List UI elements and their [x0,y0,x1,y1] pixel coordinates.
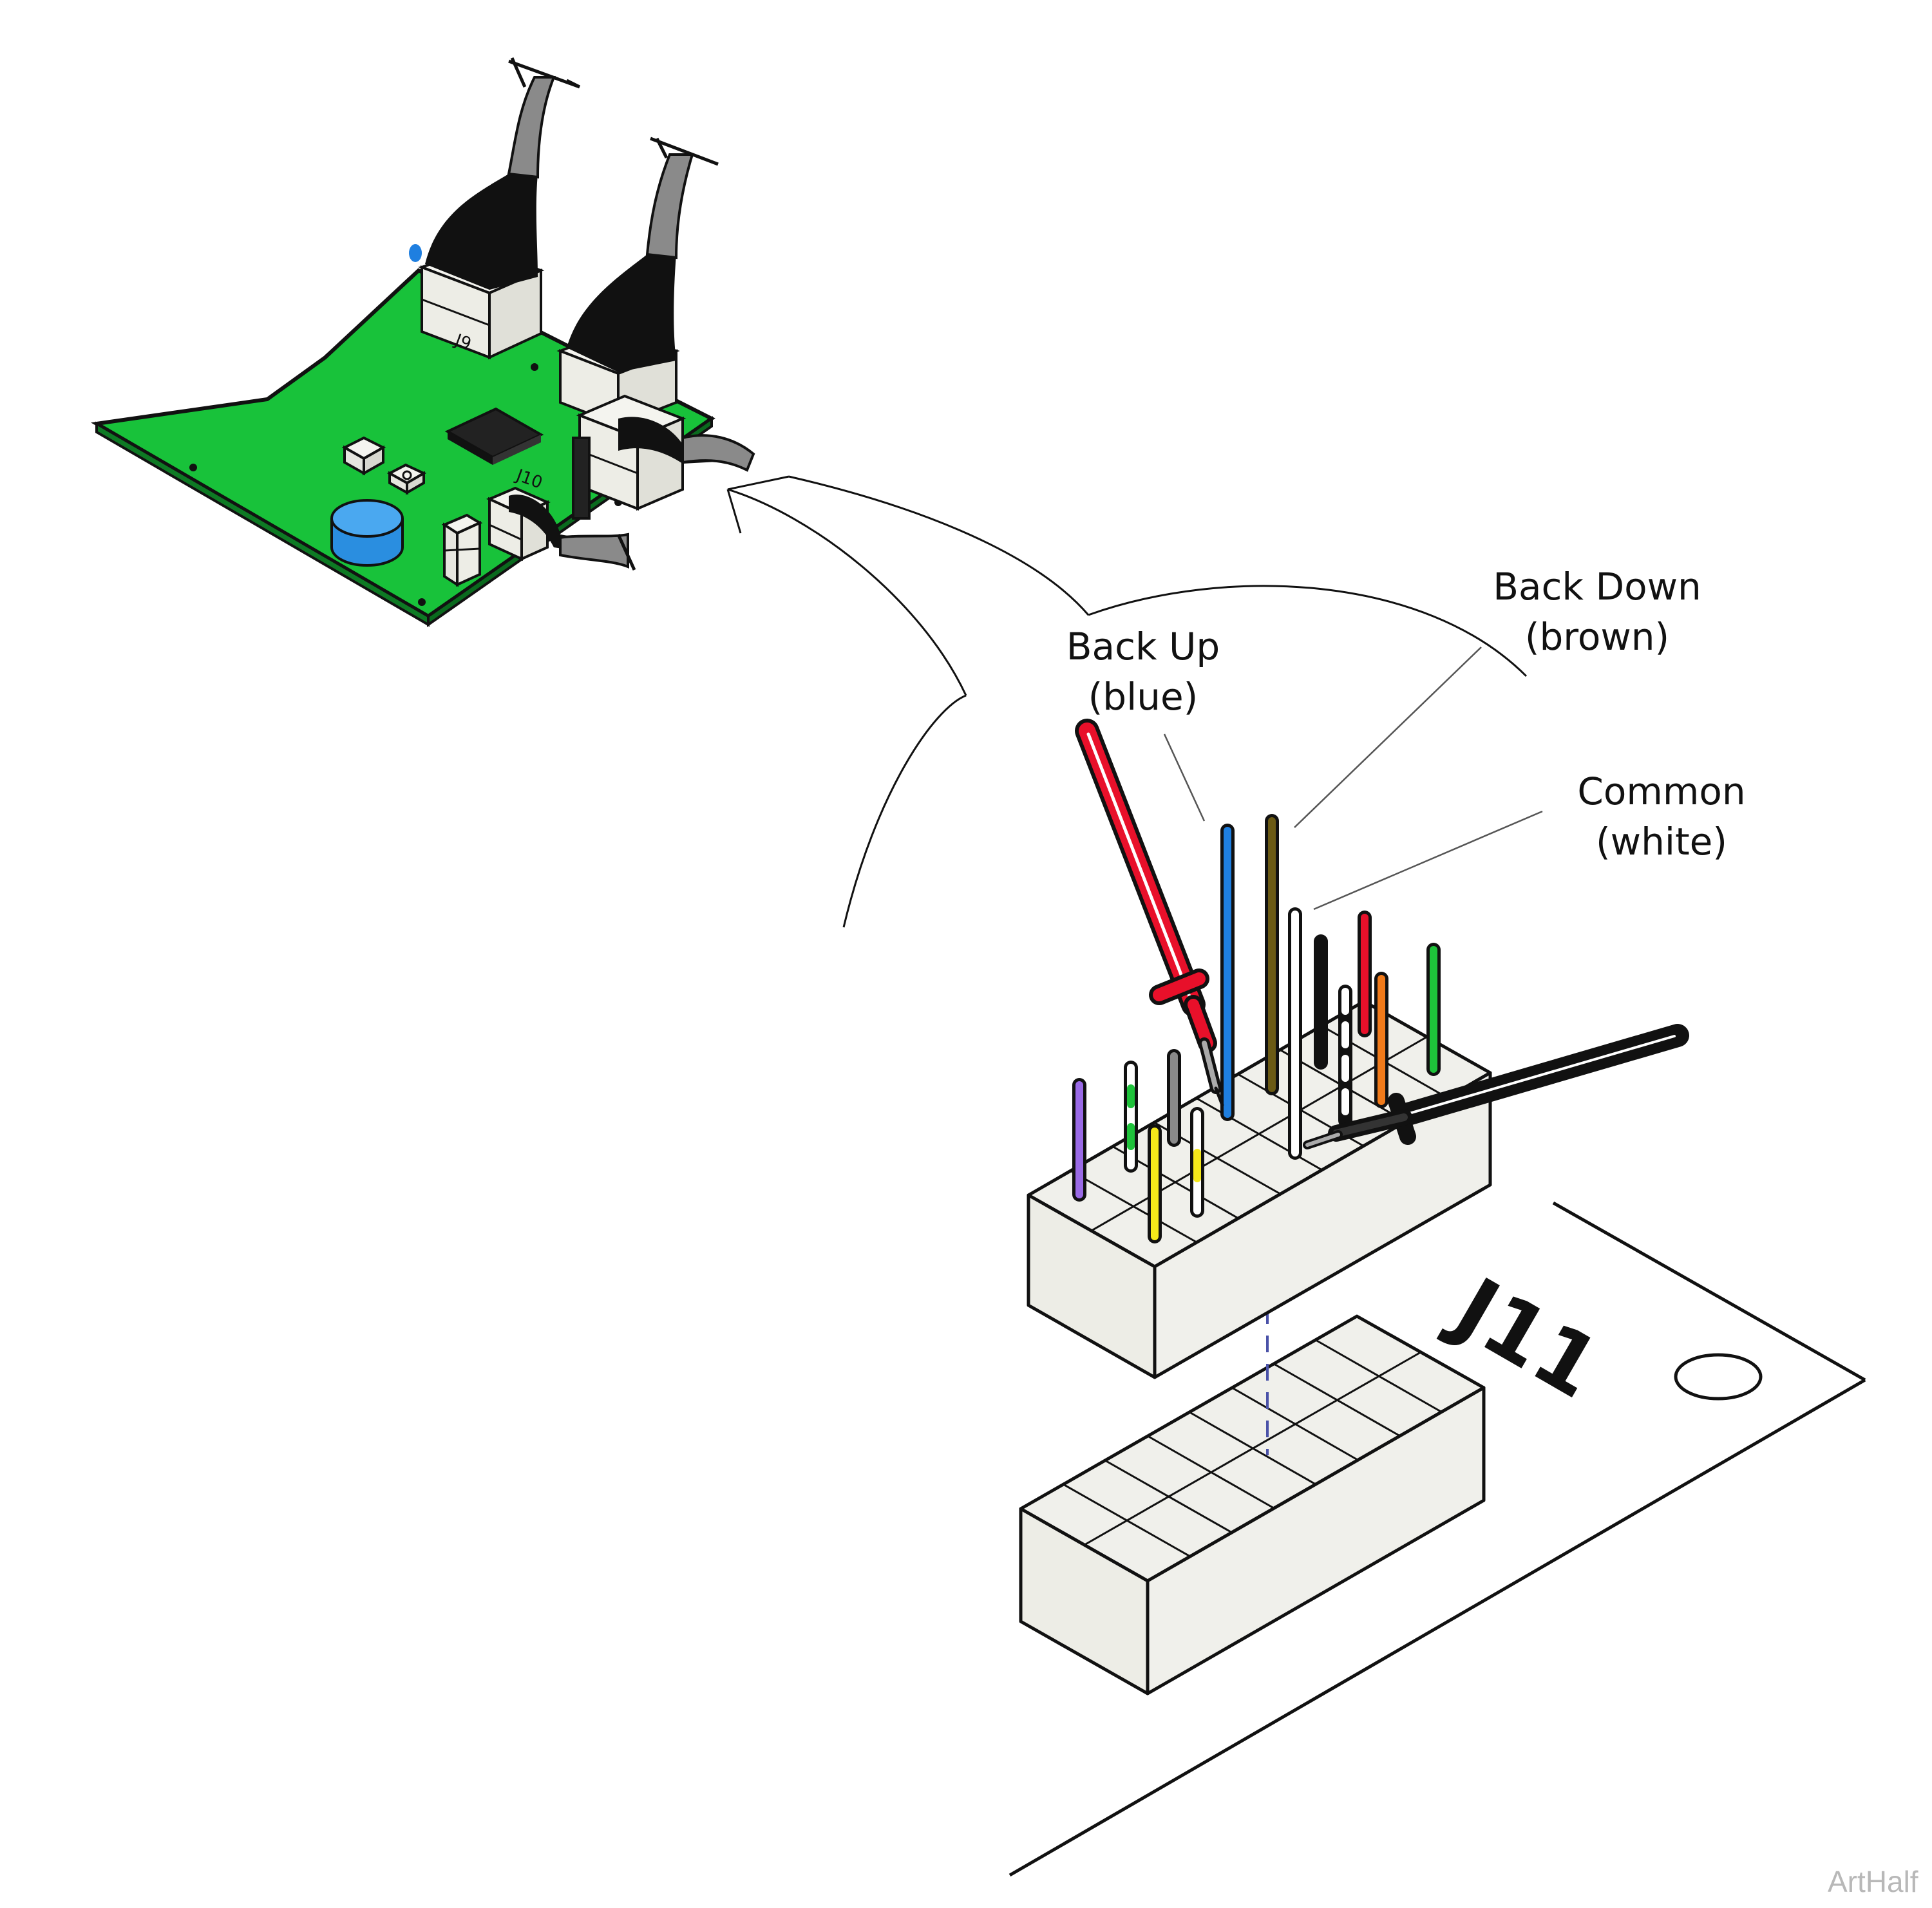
j9-connector: J9 [409,57,581,360]
pcb-button [386,463,427,495]
label-back-up-line1: Back Up [1066,625,1220,668]
label-back-down: Back Down (brown) [1481,562,1713,662]
wires-front-row [1072,1049,1204,1243]
black-test-probe [1303,1024,1689,1149]
red-test-probe [1075,719,1224,1107]
board-header-j11 [1019,1314,1486,1695]
leader-lines [1163,647,1543,911]
harness-connector [1027,999,1492,1379]
pcb-small-switch [341,436,386,476]
label-common-line1: Common [1577,770,1746,813]
pcb-chip [444,407,544,465]
wires-back-row [1220,814,1441,1160]
label-back-up-line2: (blue) [1088,675,1198,719]
label-back-down-line1: Back Down [1493,565,1701,609]
watermark: ArtHalf [1828,1865,1918,1898]
label-common-line2: (white) [1596,820,1727,864]
label-common: Common (white) [1558,766,1765,867]
pcb-front-connector [486,486,636,571]
pcb-two-pin-header [441,513,483,587]
j10-connector: J10 [513,137,755,520]
board-outline [1009,1201,1866,1877]
pcb-capacitor [330,499,404,567]
label-back-down-line2: (brown) [1524,615,1670,659]
label-back-up: Back Up (blue) [1046,621,1240,722]
callout-arrow [726,475,1528,928]
